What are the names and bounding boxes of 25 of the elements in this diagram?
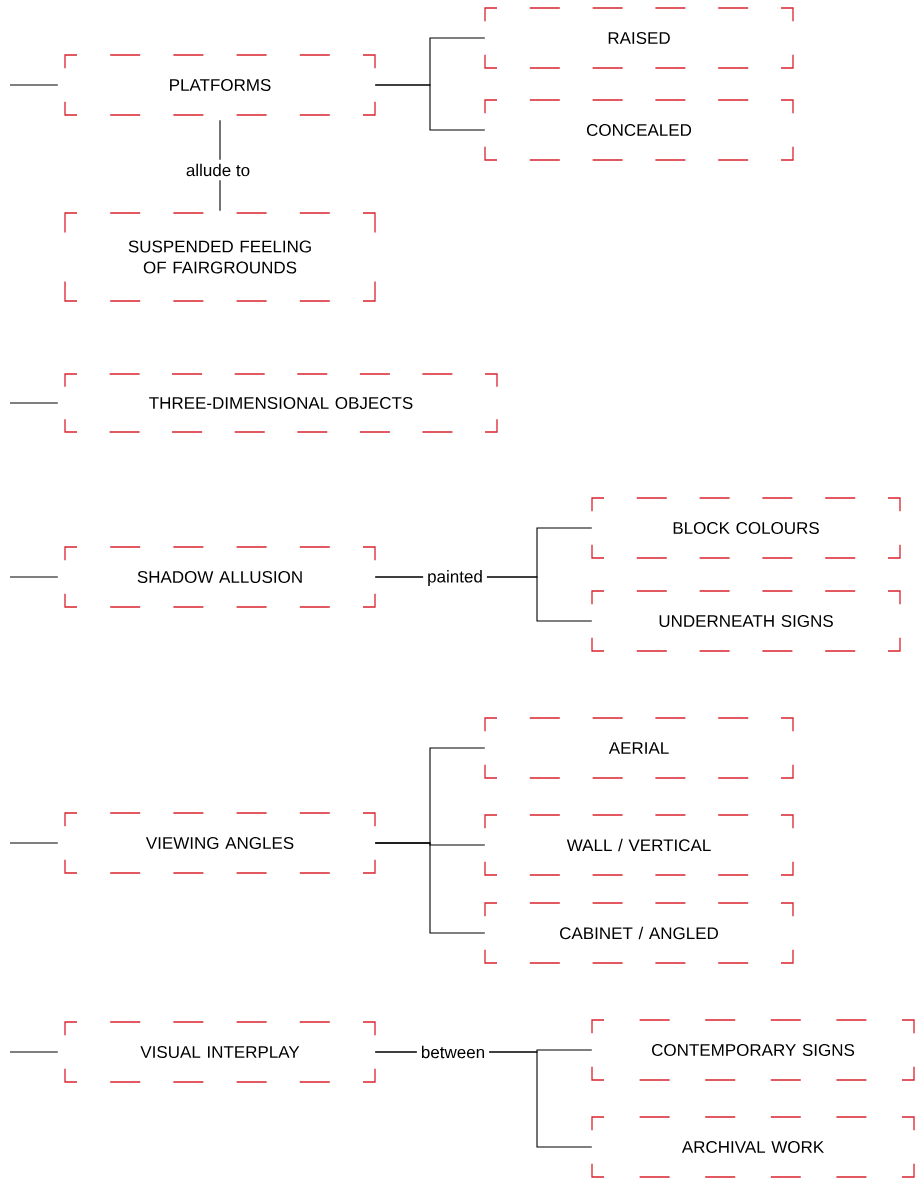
- connector-line: [9, 1051, 59, 1053]
- dashed-box: CONTEMPORARY SIGNS: [591, 1019, 915, 1081]
- dashed-box: CONCEALED: [484, 99, 794, 161]
- dashed-box: UNDERNEATH SIGNS: [591, 590, 901, 652]
- edge-label: painted: [423, 566, 487, 590]
- connector-line: [374, 84, 486, 131]
- dashed-box: ARCHIVAL WORK: [591, 1116, 915, 1178]
- dashed-box: SHADOW ALLUSION: [64, 546, 376, 608]
- dashed-box: VIEWING ANGLES: [64, 812, 376, 874]
- dashed-box: THREE-DIMENSIONAL OBJECTS: [64, 373, 498, 433]
- dashed-box: WALL / VERTICAL: [484, 814, 794, 876]
- connector-line: [9, 84, 59, 86]
- dashed-box: AERIAL: [484, 717, 794, 779]
- connector-line: [9, 402, 59, 404]
- dashed-box: CABINET / ANGLED: [484, 902, 794, 964]
- connector-line: [9, 576, 59, 578]
- edge-label: between: [416, 1041, 490, 1063]
- dashed-box: BLOCK COLOURS: [591, 497, 901, 559]
- edge-label: allude to: [181, 159, 255, 181]
- connector-line: [374, 842, 486, 934]
- connector-line: [9, 842, 59, 844]
- dashed-box: RAISED: [484, 7, 794, 69]
- dashed-box: SUSPENDED FEELING OF FAIRGROUNDS: [64, 212, 376, 302]
- dashed-box: PLATFORMS: [64, 54, 376, 116]
- dashed-box: VISUAL INTERPLAY: [64, 1021, 376, 1083]
